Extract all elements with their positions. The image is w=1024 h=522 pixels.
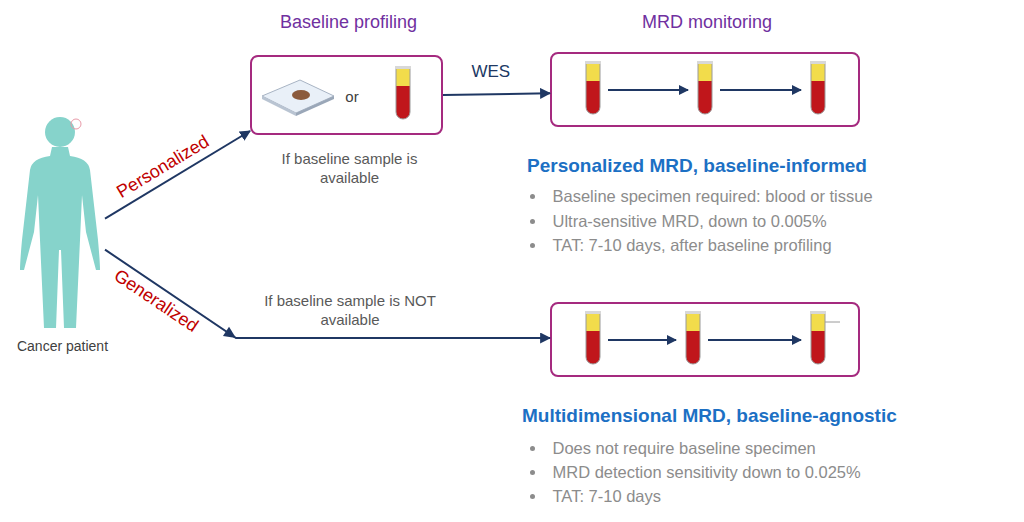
or-word: or [340, 88, 364, 105]
timeline-arrow [608, 339, 676, 341]
bullet-item: Ultra-sensitive MRD, down to 0.005% [530, 212, 827, 231]
stage-heading: MRD monitoring [552, 12, 862, 33]
blood-tube [810, 61, 826, 114]
patient-head [45, 117, 75, 147]
bend-arrowhead [223, 327, 239, 343]
method-title: Personalized MRD, baseline-informed [527, 155, 867, 177]
bullet-item: MRD detection sensitivity down to 0.025% [530, 463, 861, 482]
condition-note: If baseline sample is available [262, 149, 437, 187]
path-arrow [105, 131, 250, 219]
bullet-item: Does not require baseline specimen [530, 439, 816, 458]
tissue-slide [262, 80, 334, 116]
stage-heading: Baseline profiling [242, 12, 455, 33]
bullet-item: TAT: 7-10 days, after baseline profiling [530, 236, 832, 255]
blood-tube [585, 61, 601, 114]
blood-tube [697, 61, 713, 114]
patient-caption: Cancer patient [5, 338, 120, 354]
blood-tube [810, 311, 826, 364]
monitoring-box: MRD monitoringPersonalized MRD, baseline… [550, 52, 860, 127]
tube-needle [825, 322, 840, 323]
condition-note: If baseline sample is NOT available [250, 291, 450, 329]
blood-tube [585, 311, 601, 364]
bullet-item: TAT: 7-10 days [530, 487, 661, 506]
patient-silhouette [20, 117, 100, 328]
bullet-item: Baseline specimen required: blood or tis… [530, 187, 873, 206]
slide-glass [262, 80, 334, 113]
method-title: Multidimensional MRD, baseline-agnostic [522, 405, 897, 427]
patient-body [20, 147, 100, 328]
edge-label: Personalized [113, 131, 213, 203]
timeline-arrow [608, 89, 688, 91]
patient-head-mark [71, 119, 81, 129]
wes-arrow [443, 93, 550, 95]
blood-tube [395, 66, 411, 119]
baseline-box: Baseline profilingorIf baseline sample i… [250, 55, 443, 135]
edge-label: WES [471, 62, 510, 82]
tissue-sample [292, 90, 310, 100]
blood-tube [685, 311, 701, 364]
slide-edge [262, 96, 296, 116]
timeline-arrow [708, 339, 801, 341]
monitoring-box: Multidimensional MRD, baseline-agnosticD… [550, 302, 860, 377]
patient-node: Cancer patient [20, 112, 105, 334]
path-arrow [105, 250, 550, 338]
timeline-arrow [720, 89, 801, 91]
edge-label: Generalized [110, 265, 202, 337]
